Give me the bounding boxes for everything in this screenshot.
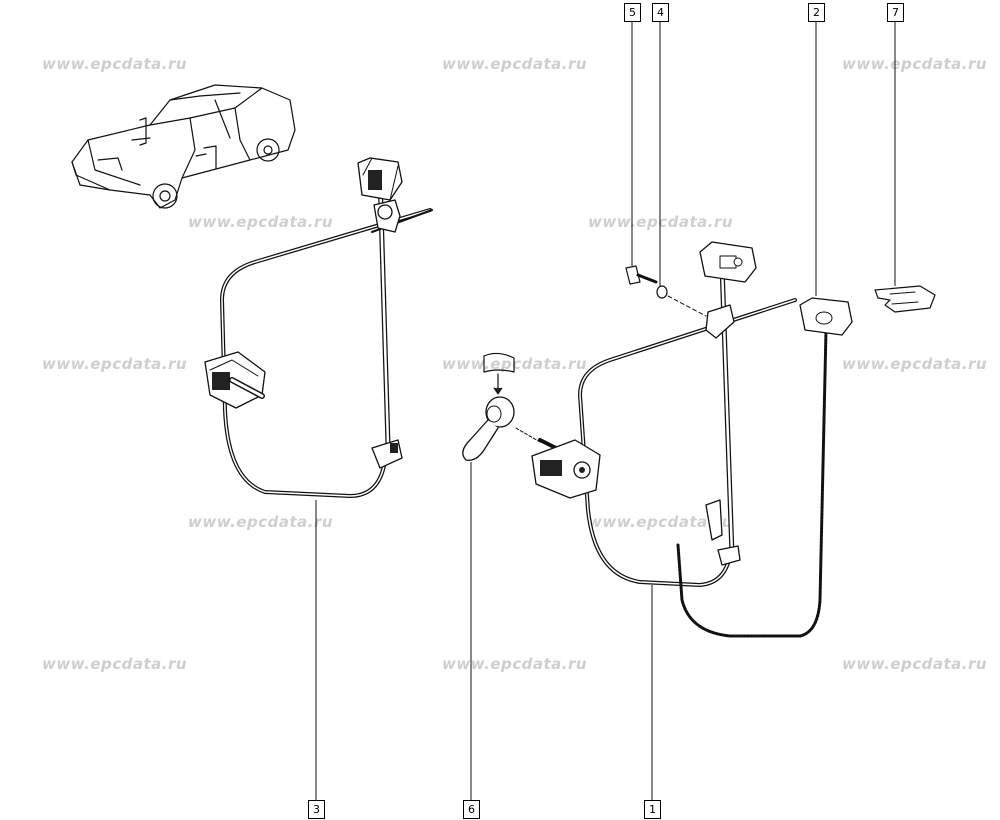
watermark: www.epcdata.ru — [842, 55, 988, 73]
watermark: www.epcdata.ru — [188, 213, 334, 231]
callout-5[interactable]: 5 — [624, 3, 641, 22]
watermark: www.epcdata.ru — [842, 355, 988, 373]
car-illustration — [71, 84, 296, 209]
window-crank-handle-6 — [462, 352, 558, 461]
callout-3[interactable]: 3 — [308, 800, 325, 819]
watermark: www.epcdata.ru — [442, 55, 588, 73]
callout-4[interactable]: 4 — [652, 3, 669, 22]
window-regulator-3 — [204, 157, 433, 498]
callout-1[interactable]: 1 — [644, 800, 661, 819]
watermark: www.epcdata.ru — [842, 655, 988, 673]
callout-6[interactable]: 6 — [463, 800, 480, 819]
watermark: www.epcdata.ru — [42, 655, 188, 673]
watermark: www.epcdata.ru — [442, 655, 588, 673]
watermark: www.epcdata.ru — [42, 355, 188, 373]
window-regulator-1 — [531, 241, 936, 638]
callout-7[interactable]: 7 — [887, 3, 904, 22]
leader-lines — [315, 21, 896, 800]
watermark: www.epcdata.ru — [188, 513, 334, 531]
watermark: www.epcdata.ru — [588, 513, 734, 531]
callout-2[interactable]: 2 — [808, 3, 825, 22]
watermark: www.epcdata.ru — [42, 55, 188, 73]
